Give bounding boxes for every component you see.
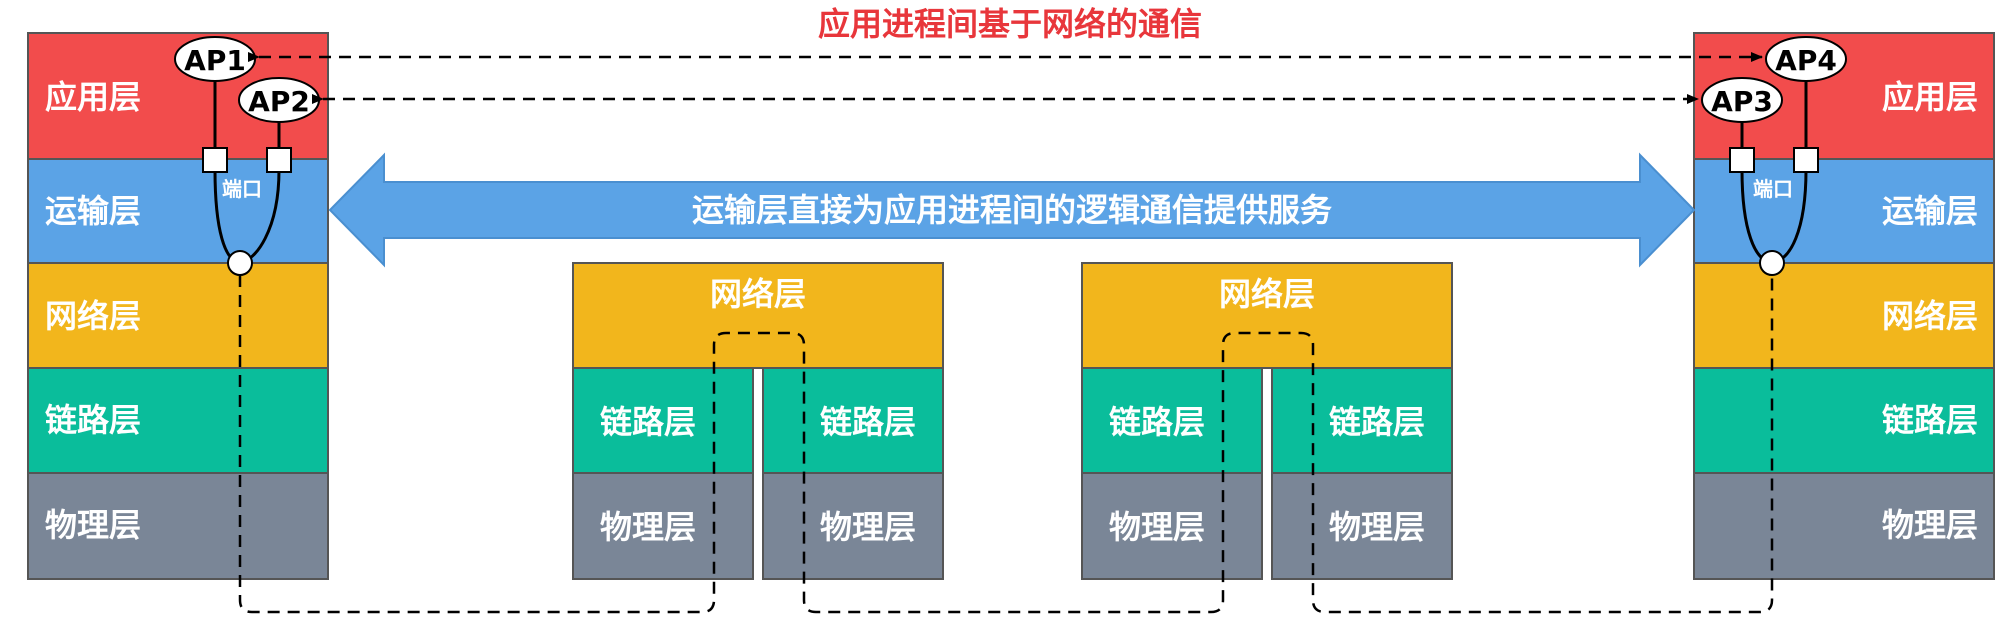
right-app-label: 应用层 bbox=[1882, 78, 1978, 116]
router-2: 网络层 链路层 链路层 物理层 物理层 bbox=[1081, 262, 1453, 580]
router2-network-layer bbox=[1081, 262, 1453, 369]
router2-physical-left bbox=[1081, 472, 1263, 580]
transport-service-arrow bbox=[328, 152, 1696, 268]
left-transport-label: 运输层 bbox=[45, 192, 141, 230]
left-transport-mux bbox=[227, 250, 253, 276]
router1-link-left bbox=[572, 367, 754, 474]
right-port-1 bbox=[1729, 147, 1755, 173]
right-transport-label: 运输层 bbox=[1882, 192, 1978, 230]
right-link-label: 链路层 bbox=[1882, 401, 1978, 439]
left-network-layer bbox=[27, 262, 329, 369]
left-process-group: 端口 AP1 AP2 bbox=[174, 36, 320, 276]
router1-physical-right-label: 物理层 bbox=[820, 508, 916, 546]
ap1-label: AP1 bbox=[184, 44, 246, 77]
left-port-1 bbox=[202, 147, 228, 173]
left-network-label: 网络层 bbox=[45, 297, 141, 335]
router1-network-layer bbox=[572, 262, 944, 369]
router2-link-left-label: 链路层 bbox=[1109, 403, 1205, 441]
ap3-process bbox=[1701, 77, 1783, 123]
router2-physical-left-label: 物理层 bbox=[1109, 508, 1205, 546]
router2-network-label: 网络层 bbox=[1219, 275, 1315, 313]
left-physical-label: 物理层 bbox=[45, 506, 141, 544]
router1-physical-right bbox=[762, 472, 944, 580]
router1-link-left-label: 链路层 bbox=[600, 403, 696, 441]
router1-link-right bbox=[762, 367, 944, 474]
right-physical-label: 物理层 bbox=[1882, 506, 1978, 544]
physical-data-path bbox=[238, 275, 1774, 614]
right-link-layer bbox=[1693, 367, 1995, 474]
ap4-label: AP4 bbox=[1775, 44, 1837, 77]
router1-network-label: 网络层 bbox=[710, 275, 806, 313]
right-port-2 bbox=[1793, 147, 1819, 173]
right-port-label: 端口 bbox=[1753, 177, 1793, 201]
right-network-layer bbox=[1693, 262, 1995, 369]
router2-physical-right-label: 物理层 bbox=[1329, 508, 1425, 546]
router2-link-right bbox=[1271, 367, 1453, 474]
diagram-title: 应用进程间基于网络的通信 bbox=[818, 5, 1202, 43]
left-link-label: 链路层 bbox=[45, 401, 141, 439]
right-network-label: 网络层 bbox=[1882, 297, 1978, 335]
left-app-label: 应用层 bbox=[45, 78, 141, 116]
right-transport-mux bbox=[1759, 250, 1785, 276]
transport-arrow-label: 运输层直接为应用进程间的逻辑通信提供服务 bbox=[692, 191, 1332, 229]
right-process-group: 端口 AP4 AP3 bbox=[1701, 36, 1847, 276]
ap4-process bbox=[1765, 36, 1847, 82]
left-host-stack: 应用层 运输层 网络层 链路层 物理层 bbox=[27, 32, 329, 580]
router1-physical-left bbox=[572, 472, 754, 580]
router2-physical-right bbox=[1271, 472, 1453, 580]
right-host-stack: 应用层 运输层 网络层 链路层 物理层 bbox=[1693, 32, 1995, 580]
left-port-2 bbox=[266, 147, 292, 173]
left-port-label: 端口 bbox=[222, 177, 262, 201]
router1-link-right-label: 链路层 bbox=[820, 403, 916, 441]
left-link-layer bbox=[27, 367, 329, 474]
ap3-label: AP3 bbox=[1711, 85, 1773, 118]
router-1: 网络层 链路层 链路层 物理层 物理层 bbox=[572, 262, 944, 580]
router2-link-right-label: 链路层 bbox=[1329, 403, 1425, 441]
router1-physical-left-label: 物理层 bbox=[600, 508, 696, 546]
right-physical-layer bbox=[1693, 472, 1995, 580]
left-physical-layer bbox=[27, 472, 329, 580]
ap2-label: AP2 bbox=[248, 85, 310, 118]
